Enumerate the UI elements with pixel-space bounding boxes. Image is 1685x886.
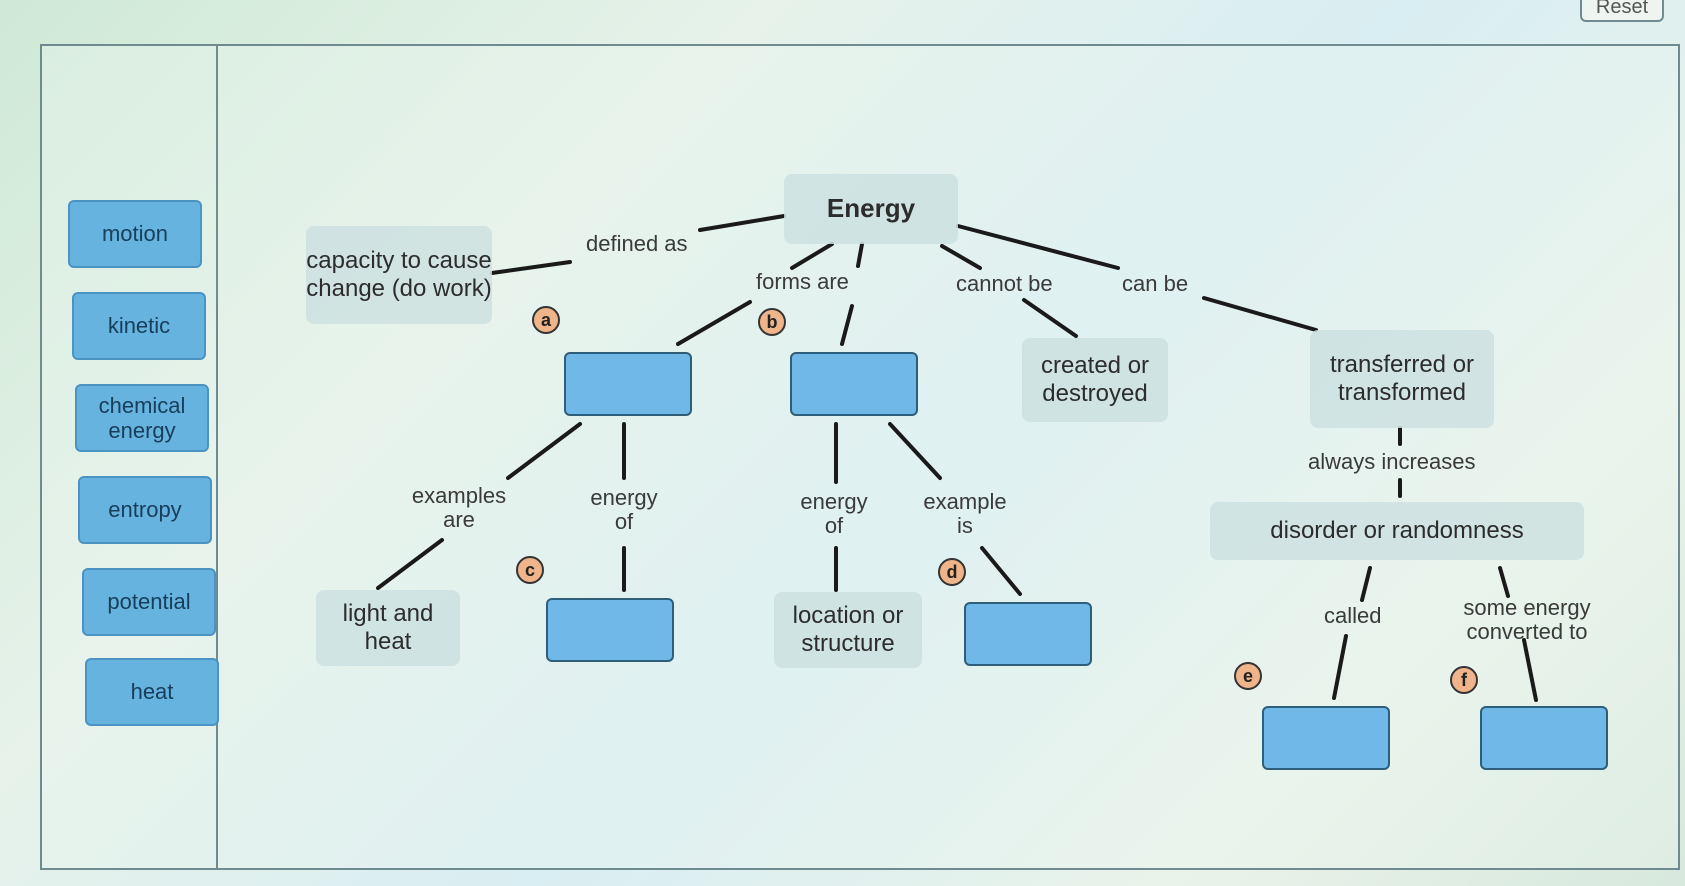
link-energy-of-2: energy of xyxy=(800,489,868,539)
node-light-heat: light and heat xyxy=(316,590,460,666)
link-example-is: example is xyxy=(923,489,1007,539)
bank-tile-motion[interactable]: motion xyxy=(68,200,202,268)
drop-target-f[interactable] xyxy=(1480,706,1608,770)
bank-tile-chemical-energy[interactable]: chemical energy xyxy=(75,384,209,452)
drop-target-c[interactable] xyxy=(546,598,674,662)
badge-f: f xyxy=(1450,666,1478,694)
link-examples-are: examples are xyxy=(411,483,507,533)
node-transferred: transferred or transformed xyxy=(1310,330,1494,428)
drop-target-b[interactable] xyxy=(790,352,918,416)
reset-button[interactable]: Reset xyxy=(1580,0,1664,22)
bank-tile-heat[interactable]: heat xyxy=(85,658,219,726)
node-location: location or structure xyxy=(774,592,922,668)
link-always-increases: always increases xyxy=(1308,449,1476,474)
drop-target-d[interactable] xyxy=(964,602,1092,666)
bank-tile-kinetic[interactable]: kinetic xyxy=(72,292,206,360)
bank-tile-entropy[interactable]: entropy xyxy=(78,476,212,544)
link-some-energy: some energy converted to xyxy=(1463,595,1591,645)
badge-c: c xyxy=(516,556,544,584)
node-capacity: capacity to cause change (do work) xyxy=(306,226,492,324)
bank-tile-potential[interactable]: potential xyxy=(82,568,216,636)
drop-target-e[interactable] xyxy=(1262,706,1390,770)
badge-b: b xyxy=(758,308,786,336)
word-bank-divider xyxy=(216,46,218,868)
badge-d: d xyxy=(938,558,966,586)
badge-a: a xyxy=(532,306,560,334)
node-disorder: disorder or randomness xyxy=(1210,502,1584,560)
node-created-destroyed: created or destroyed xyxy=(1022,338,1168,422)
link-defined-as: defined as xyxy=(586,231,688,256)
badge-e: e xyxy=(1234,662,1262,690)
node-energy: Energy xyxy=(784,174,958,244)
link-energy-of-1: energy of xyxy=(590,485,658,535)
drop-target-a[interactable] xyxy=(564,352,692,416)
link-called: called xyxy=(1324,603,1382,628)
link-can-be: can be xyxy=(1122,271,1189,296)
link-forms-are: forms are xyxy=(756,269,849,294)
link-cannot-be: cannot be xyxy=(956,271,1053,296)
